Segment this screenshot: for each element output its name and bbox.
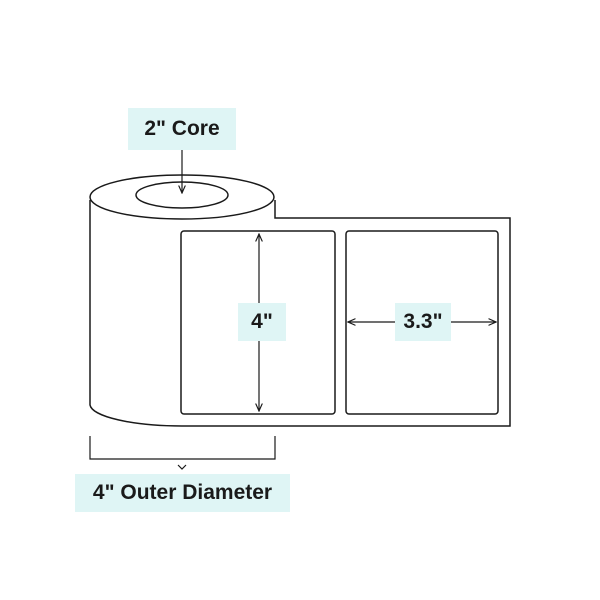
outer-label-bg bbox=[75, 474, 290, 512]
height-label-bg bbox=[238, 303, 286, 341]
core-label-bg bbox=[128, 108, 236, 150]
outer-diameter-bracket bbox=[89, 436, 276, 460]
outer-diameter-label: 4" Outer Diameter bbox=[92, 481, 273, 504]
core-size-label: 2" Core bbox=[144, 117, 220, 140]
outer-diameter-pointer bbox=[177, 464, 187, 470]
label-height-label: 4" bbox=[251, 310, 273, 333]
label-width-label: 3.3" bbox=[403, 310, 443, 333]
width-label-bg bbox=[395, 303, 451, 341]
